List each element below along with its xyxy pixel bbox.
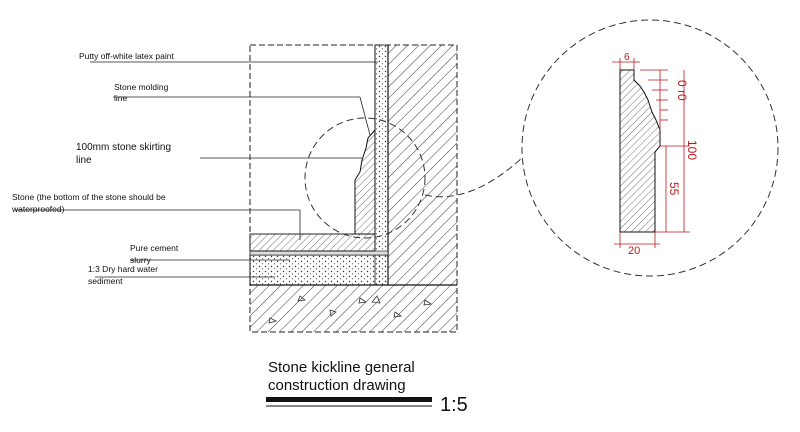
label-molding-2: line	[114, 93, 128, 103]
label-stone-1: Stone (the bottom of the stone should be	[12, 192, 166, 202]
stone-floor	[249, 233, 376, 252]
label-putty: Putty off-white latex paint	[79, 51, 174, 61]
label-stone-2: waterproofed)	[11, 204, 65, 214]
dim-lower: 55	[667, 182, 681, 196]
label-cement-2: slurry	[130, 255, 152, 265]
title-underline-thick	[266, 397, 432, 402]
label-sediment-1: 1:3 Dry hard water	[88, 264, 158, 274]
label-leaders	[15, 61, 378, 278]
label-cement-1: Pure cement	[130, 243, 179, 253]
aggregate-marks	[268, 295, 433, 324]
title-line-2: construction drawing	[268, 377, 406, 394]
label-sediment-2: sediment	[88, 276, 123, 286]
detail-connector	[424, 157, 523, 198]
detail-callout-circle	[304, 117, 426, 239]
dim-upper: 0 r0	[675, 80, 689, 101]
label-skirting-2: line	[76, 155, 92, 166]
label-skirting-1: 100mm stone skirting	[76, 142, 171, 153]
title-line-1: Stone kickline general	[268, 359, 415, 376]
scale-label: 1:5	[440, 394, 468, 416]
label-molding-1: Stone molding	[114, 82, 169, 92]
detail-circle	[521, 19, 779, 277]
dimension-lines	[612, 58, 690, 248]
cement-slurry-layer	[249, 250, 389, 256]
wall-hatch	[388, 45, 457, 285]
dim-top: 6	[624, 52, 630, 63]
dim-total: 100	[685, 140, 699, 160]
floor-slab-hatch	[250, 285, 457, 332]
dim-bottom: 20	[628, 245, 640, 257]
sediment-layer	[249, 254, 389, 286]
detail-profile	[619, 69, 661, 233]
putty-layer	[374, 44, 389, 286]
skirting-profile	[354, 45, 376, 235]
